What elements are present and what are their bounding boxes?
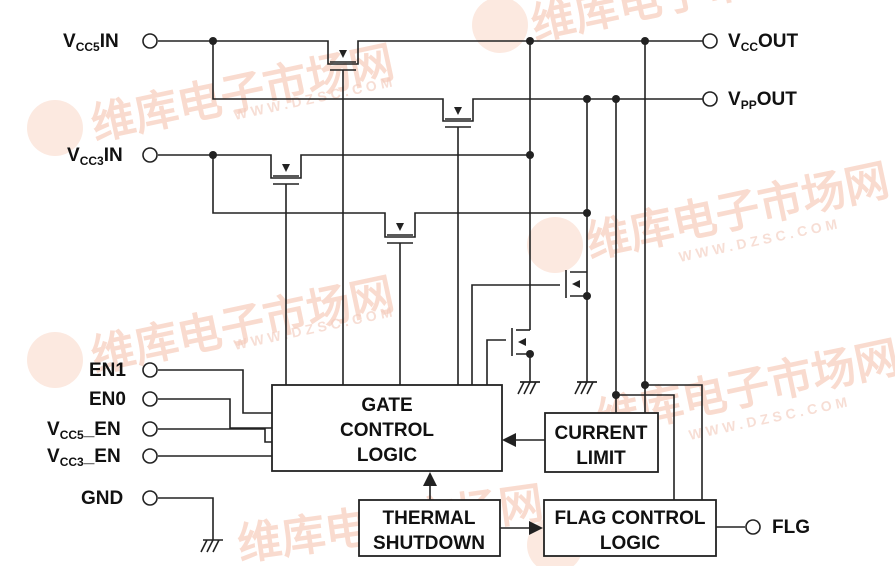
vcc3en-pin — [142, 448, 158, 464]
vccout-label: VCCOUT — [728, 31, 799, 54]
gate-control-line3: LOGIC — [357, 445, 417, 466]
nmos-arrow-icon — [518, 338, 526, 346]
flg-label: FLG — [772, 517, 810, 538]
gnd-pin — [142, 490, 158, 506]
gate-control-block: GATE CONTROL LOGIC — [271, 384, 503, 472]
vppout-pin — [702, 91, 718, 107]
watermark-logo-icon — [527, 217, 583, 273]
arrow-right-icon — [529, 521, 543, 535]
flg-pin — [745, 519, 761, 535]
vcc5in-pin — [142, 33, 158, 49]
flag-control-line2: LOGIC — [600, 533, 660, 554]
current-limit-line2: LIMIT — [576, 448, 626, 469]
pmos-switch-icon — [273, 164, 299, 185]
en0-label: EN0 — [89, 389, 126, 410]
vcc3in-label: VCC3IN — [67, 145, 123, 168]
junction-dots — [209, 37, 649, 399]
arrow-left-icon — [502, 433, 516, 447]
pins — [142, 33, 761, 535]
thermal-shutdown-block: THERMAL SHUTDOWN — [358, 499, 501, 557]
nmos-arrow-icon — [572, 280, 580, 288]
current-limit-block: CURRENT LIMIT — [544, 412, 659, 473]
flag-control-line1: FLAG CONTROL — [555, 508, 706, 529]
pin-labels: VCC5IN VCC3IN VCCOUT VPPOUT EN1 EN0 VCC5… — [47, 31, 810, 538]
vcc3in-pin — [142, 147, 158, 163]
watermark-layer: 维库电子市场网 WWW.DZSC.COM 维库电子市场网 维库电子市场网 WWW… — [27, 0, 895, 566]
vcc5in-label: VCC5IN — [63, 31, 119, 54]
watermark-logo-icon — [472, 0, 528, 53]
watermark-logo-icon — [27, 100, 83, 156]
vcc3en-label: VCC3_EN — [47, 446, 121, 469]
flag-control-block: FLAG CONTROL LOGIC — [543, 499, 717, 557]
arrow-heads — [423, 433, 543, 535]
ground-icon — [200, 539, 223, 553]
thermal-shutdown-line2: SHUTDOWN — [373, 533, 485, 554]
en1-label: EN1 — [89, 360, 126, 381]
gate-control-line1: GATE — [361, 395, 412, 416]
pmos-switch-icon — [445, 107, 471, 128]
gate-control-line2: CONTROL — [340, 420, 434, 441]
pmos-switches — [273, 50, 580, 346]
pmos-switch-icon — [387, 223, 413, 244]
vppout-label: VPPOUT — [728, 89, 797, 112]
ground-icon — [517, 381, 540, 395]
en0-pin — [142, 391, 158, 407]
ground-symbols — [200, 381, 597, 553]
current-limit-line1: CURRENT — [555, 423, 648, 444]
ground-icon — [574, 381, 597, 395]
vcc5en-label: VCC5_EN — [47, 419, 121, 442]
vccout-pin — [702, 33, 718, 49]
thermal-shutdown-line1: THERMAL — [383, 508, 476, 529]
watermark-logo-icon — [27, 332, 83, 388]
pmos-switch-icon — [330, 50, 356, 71]
arrow-up-icon — [423, 472, 437, 486]
gnd-label: GND — [81, 488, 123, 509]
vcc5en-pin — [142, 421, 158, 437]
en1-pin — [142, 362, 158, 378]
